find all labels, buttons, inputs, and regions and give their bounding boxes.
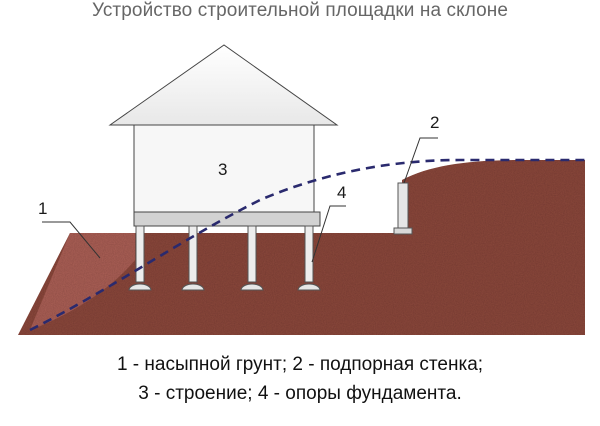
fill-soil-area [30,233,135,330]
callout-building: 3 [218,160,227,179]
building-roof [108,44,339,126]
leader-line-supports [311,205,346,263]
legend-line-2: 3 - строение; 4 - опоры фундамента. [138,383,462,404]
floor-slab [133,211,321,227]
natural-ground [18,160,585,335]
foundation-supports [128,225,321,291]
leader-line-retaining-wall [403,137,438,184]
retaining-wall [397,182,409,231]
callout-retaining-wall: 2 [430,113,439,132]
legend-line-1: 1 - насыпной грунт; 2 - подпорная стенка… [116,354,484,375]
callout-fill-soil: 1 [38,199,47,218]
diagram-title: Устройство строительной площадки на скло… [91,0,509,21]
original-slope-line [29,158,585,332]
retaining-wall-footing [393,227,413,235]
leader-line-fill-soil [42,221,101,259]
callout-foundation-supports: 4 [337,183,346,202]
